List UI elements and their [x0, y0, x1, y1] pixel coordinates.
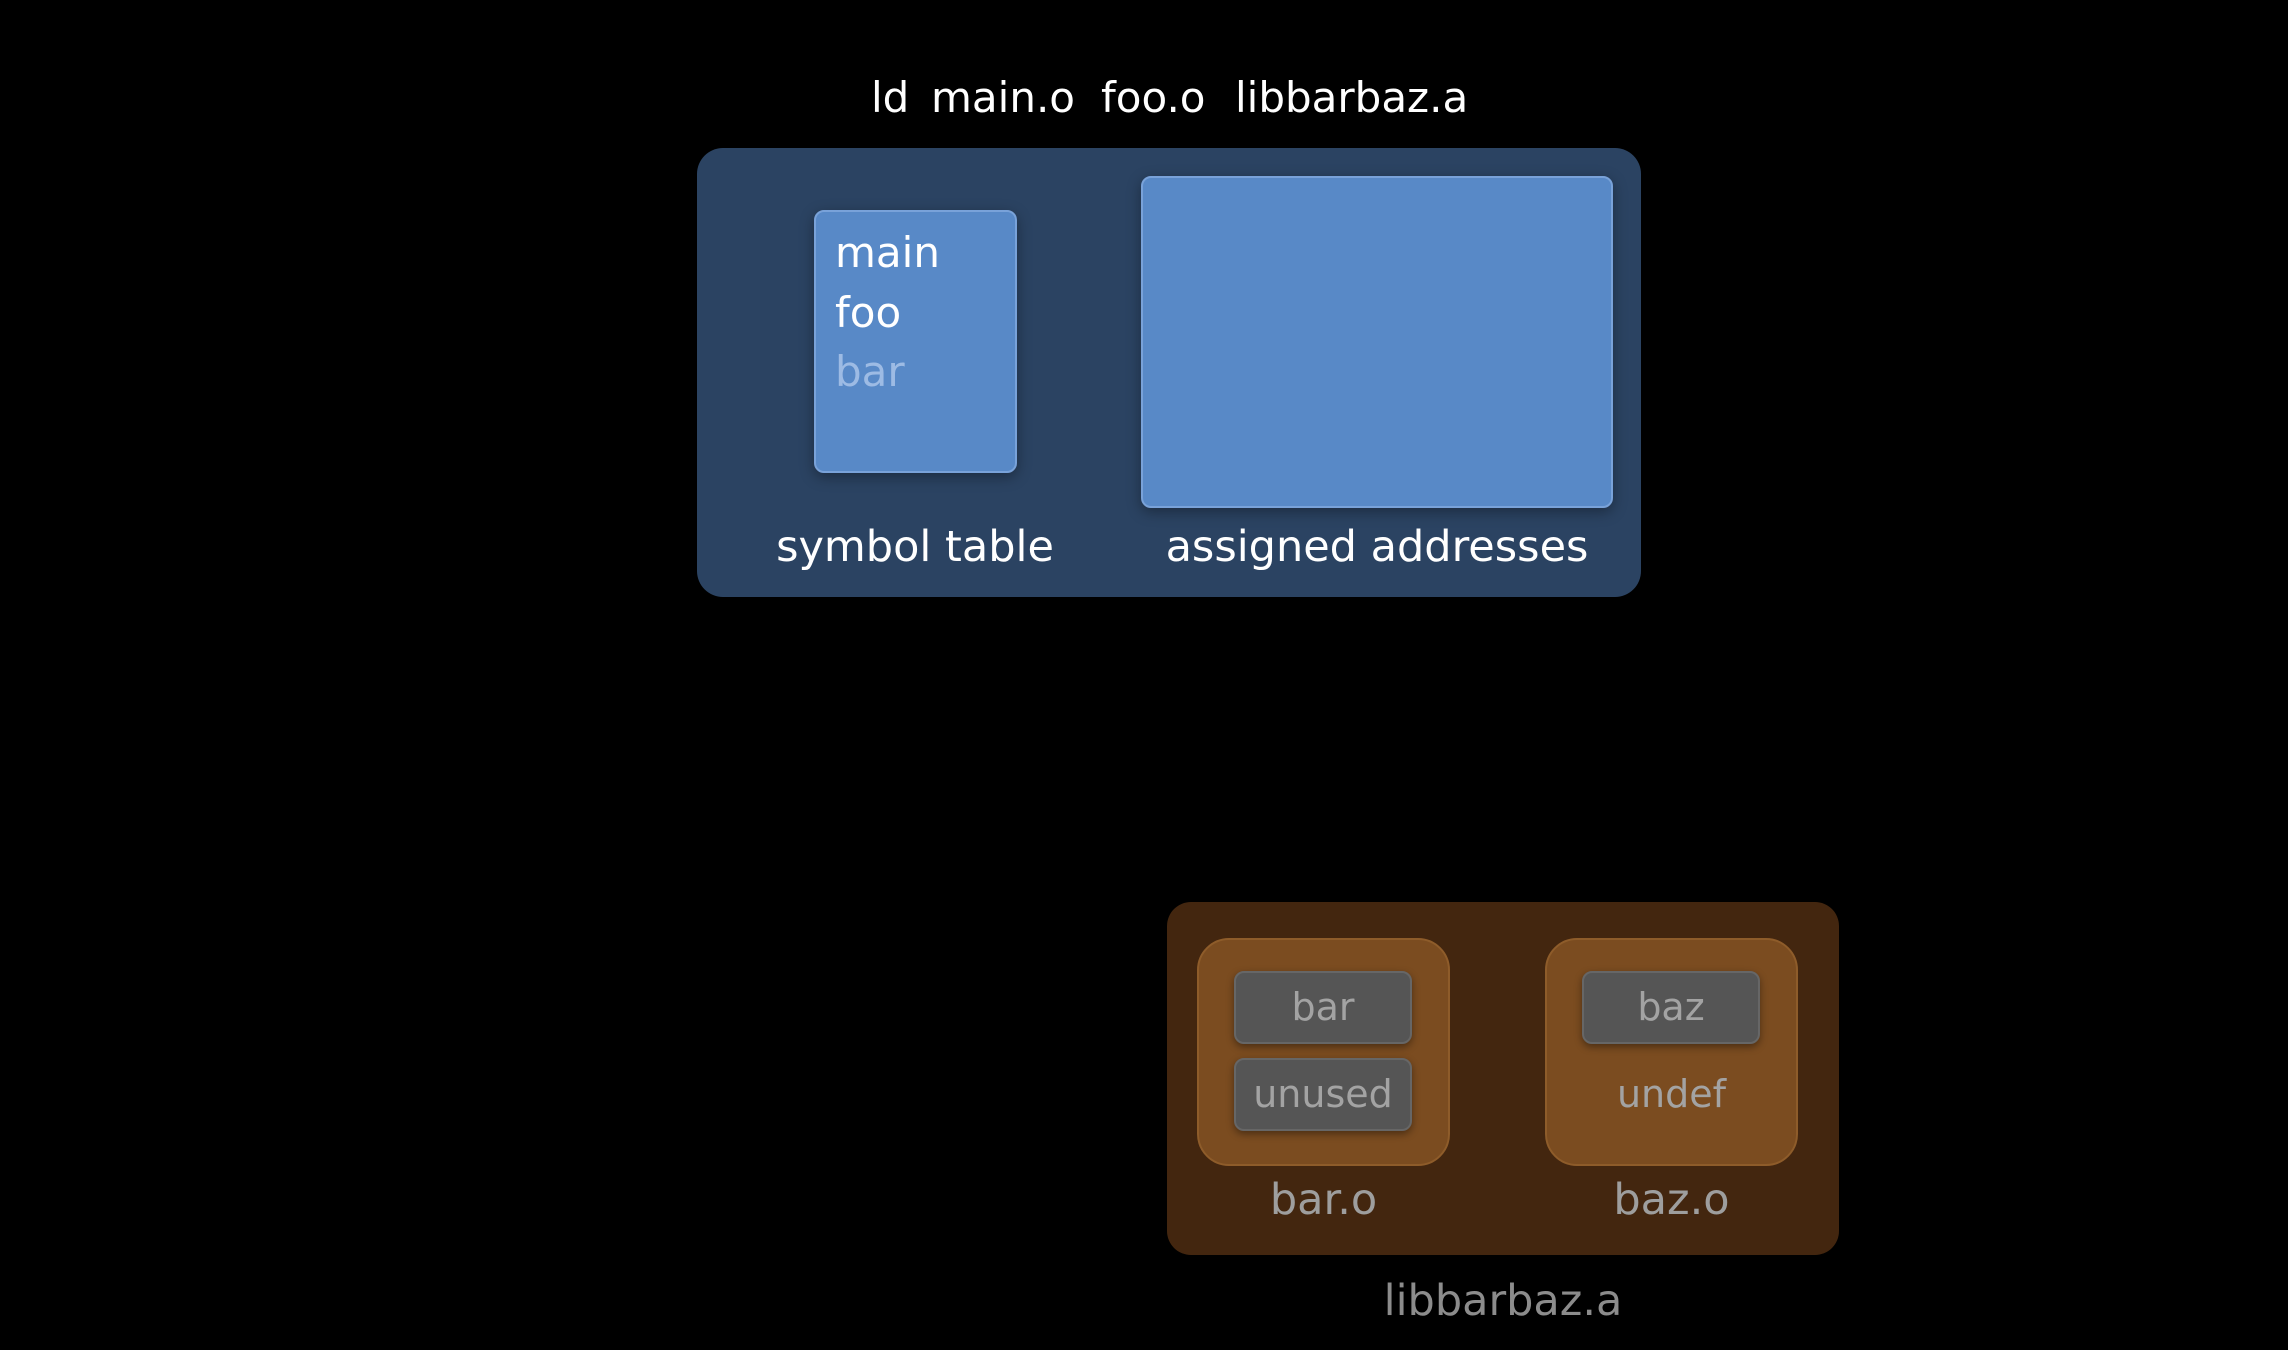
archive-label: libbarbaz.a [1383, 1276, 1623, 1326]
symbol-table-box [814, 210, 1017, 473]
object-label-bar-o: bar.o [1269, 1175, 1378, 1225]
symbol-chip-unused: unused [1234, 1058, 1412, 1131]
symbol-undef: undef [1616, 1072, 1727, 1116]
symbol-main: main [835, 228, 940, 277]
command-arg-foo-o: foo.o [1101, 73, 1206, 122]
symbol-chip-bar: bar [1234, 971, 1412, 1044]
command-tool: ld [871, 73, 910, 122]
command-arg-libbarbaz-a: libbarbaz.a [1235, 73, 1469, 122]
symbol-table-label: symbol table [776, 522, 1054, 572]
command-arg-main-o: main.o [931, 73, 1075, 122]
symbol-foo: foo [835, 288, 902, 337]
assigned-addresses-box [1141, 176, 1613, 508]
object-label-baz-o: baz.o [1613, 1175, 1730, 1225]
symbol-bar-unresolved: bar [835, 347, 905, 396]
symbol-chip-baz: baz [1582, 971, 1760, 1044]
assigned-addresses-label: assigned addresses [1165, 522, 1589, 572]
